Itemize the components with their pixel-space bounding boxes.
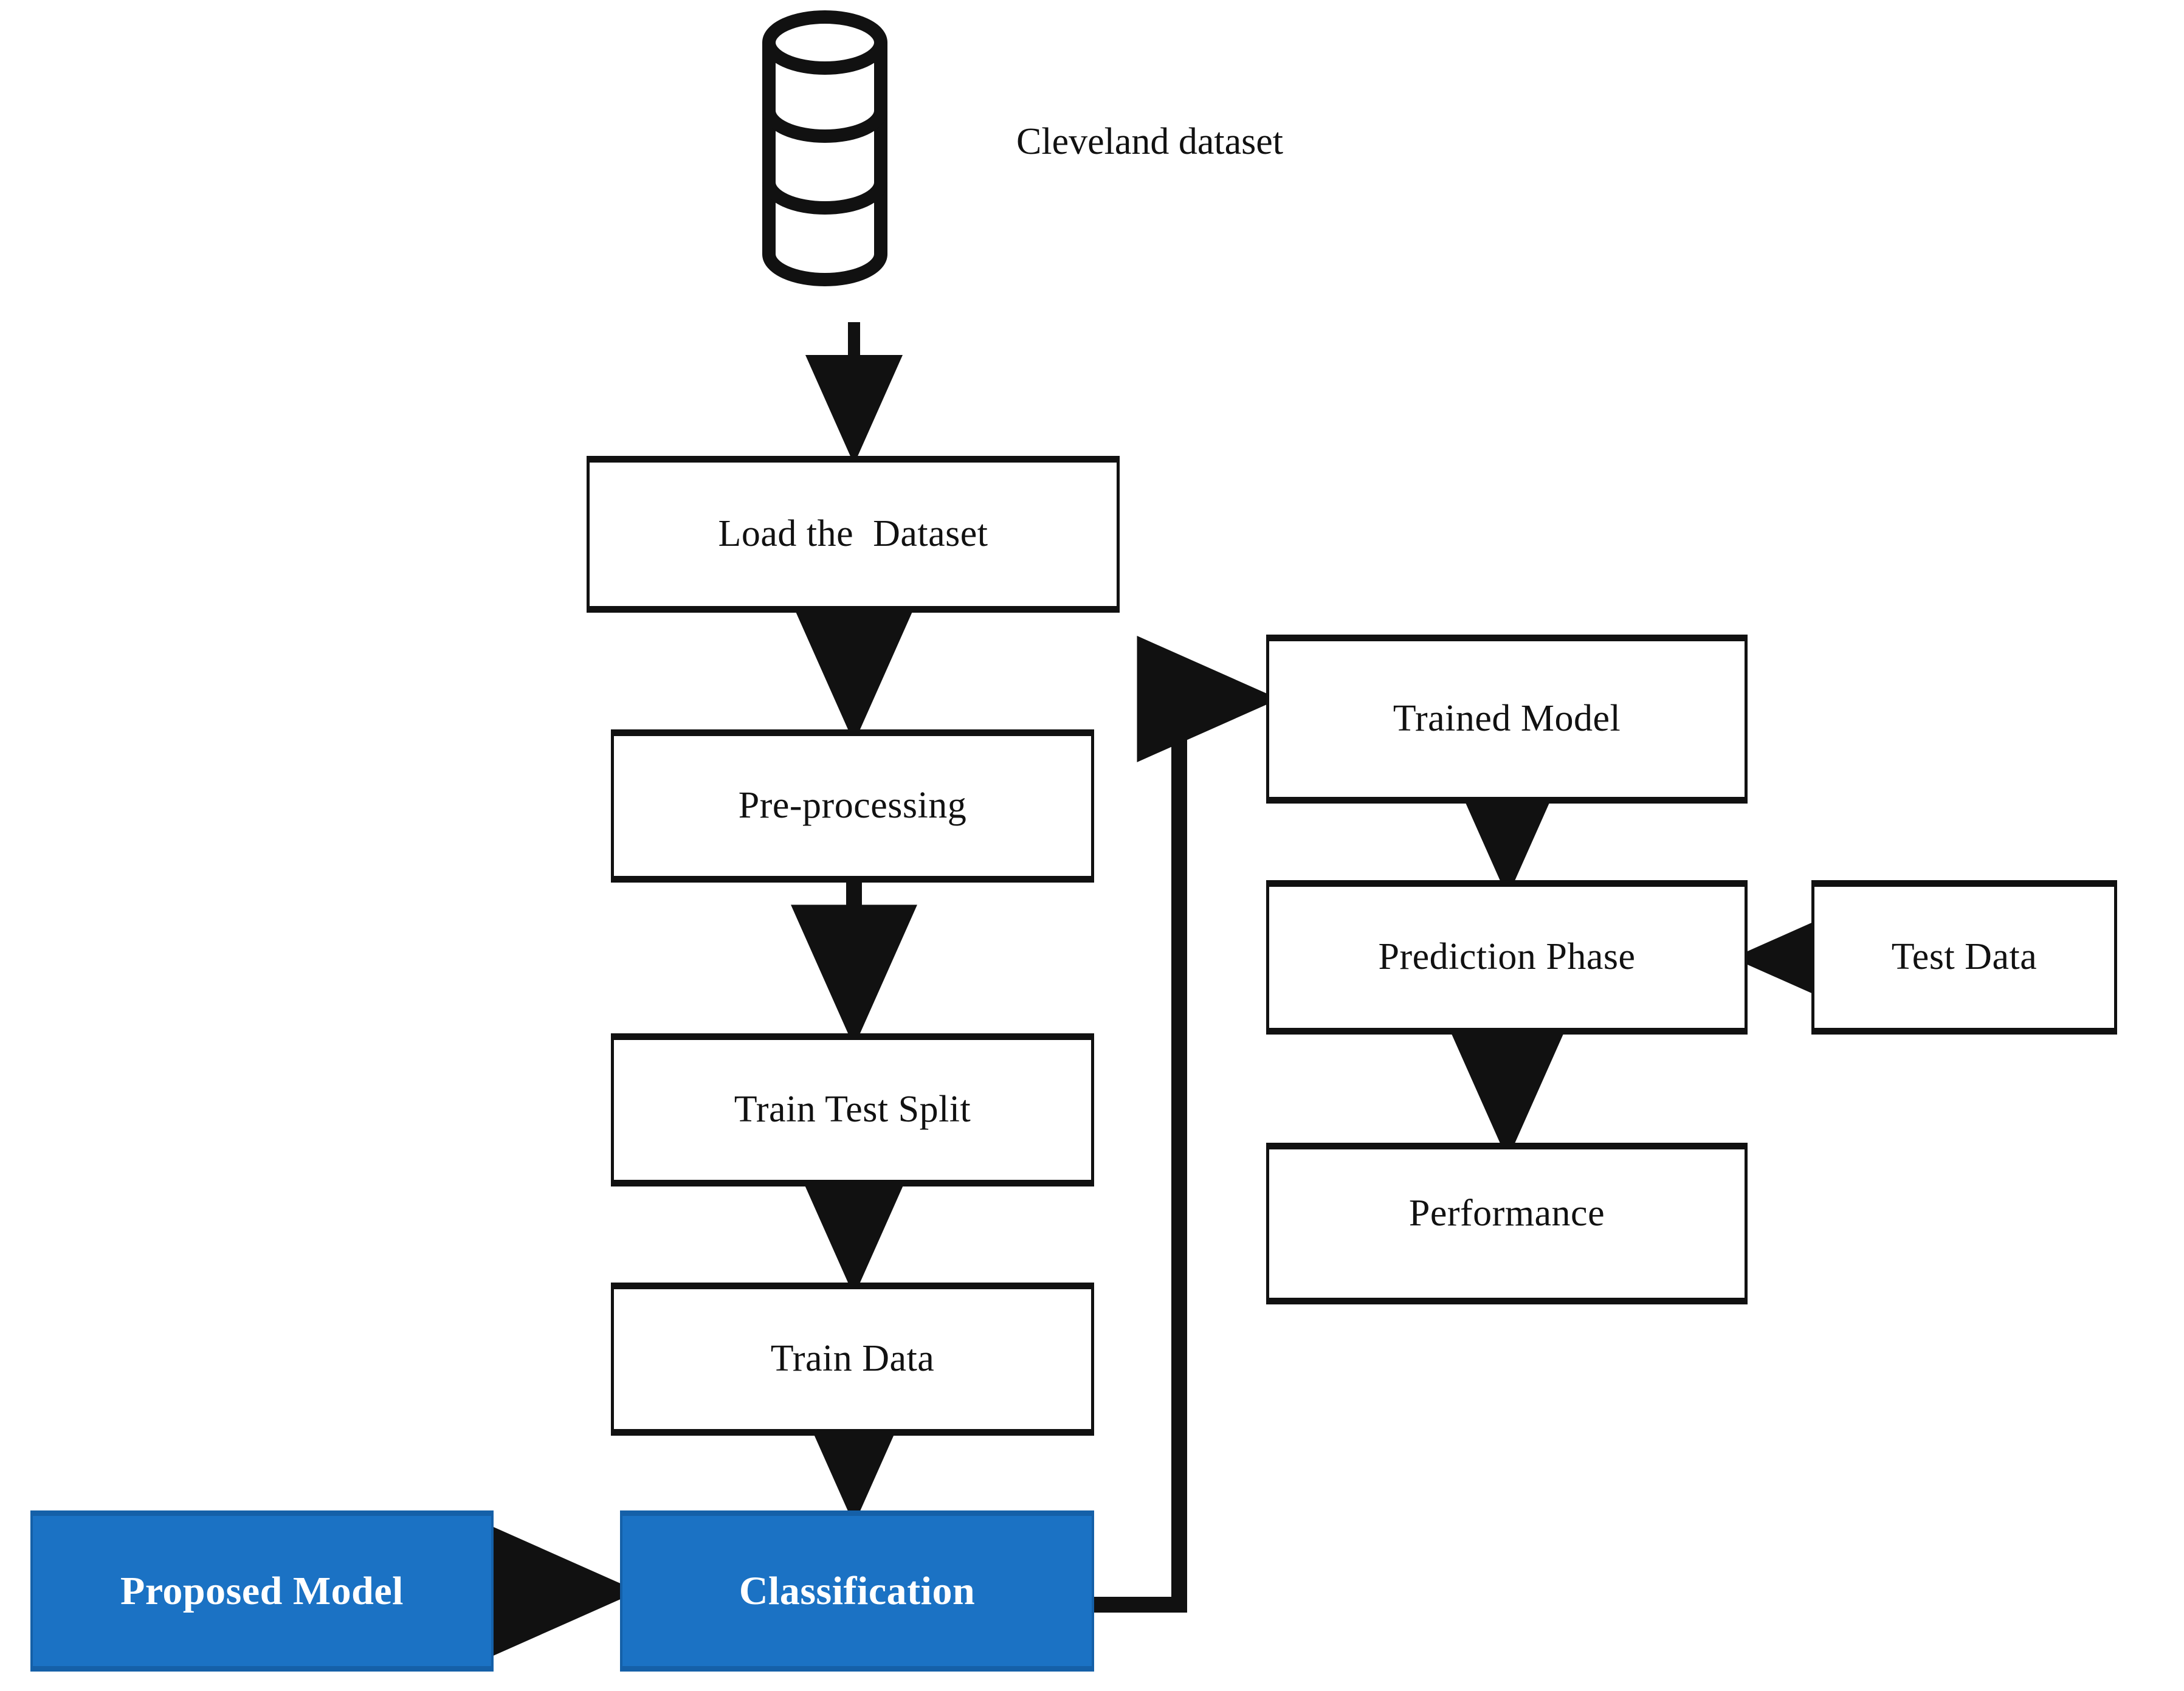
cleveland-dataset-label: Cleveland dataset (1016, 121, 1283, 162)
node-test-data[interactable]: Test Data (1811, 880, 2117, 1035)
node-trained-model-label: Trained Model (1393, 698, 1621, 740)
node-test-data-label: Test Data (1891, 936, 2038, 978)
node-load-dataset-label: Load the Dataset (718, 513, 988, 555)
node-load-dataset[interactable]: Load the Dataset (587, 456, 1120, 613)
node-train-data[interactable]: Train Data (611, 1283, 1094, 1436)
edge-classification-to-trained-model (1094, 636, 1280, 1613)
node-performance-label: Performance (1408, 1193, 1605, 1235)
node-performance[interactable]: Performance (1266, 1143, 1748, 1304)
node-preprocessing-label: Pre-processing (738, 785, 967, 827)
node-train-data-label: Train Data (770, 1338, 935, 1380)
node-preprocessing[interactable]: Pre-processing (611, 729, 1094, 883)
node-prediction-phase[interactable]: Prediction Phase (1266, 880, 1748, 1035)
node-classification[interactable]: Classification (620, 1510, 1094, 1672)
node-trained-model[interactable]: Trained Model (1266, 635, 1748, 804)
node-proposed-model[interactable]: Proposed Model (30, 1510, 494, 1672)
node-prediction-phase-label: Prediction Phase (1378, 936, 1636, 978)
node-classification-label: Classification (739, 1568, 976, 1613)
database-cylinder-icon (762, 10, 887, 286)
node-proposed-model-label: Proposed Model (120, 1568, 404, 1613)
node-train-test-split-label: Train Test Split (734, 1089, 971, 1131)
node-train-test-split[interactable]: Train Test Split (611, 1033, 1094, 1186)
